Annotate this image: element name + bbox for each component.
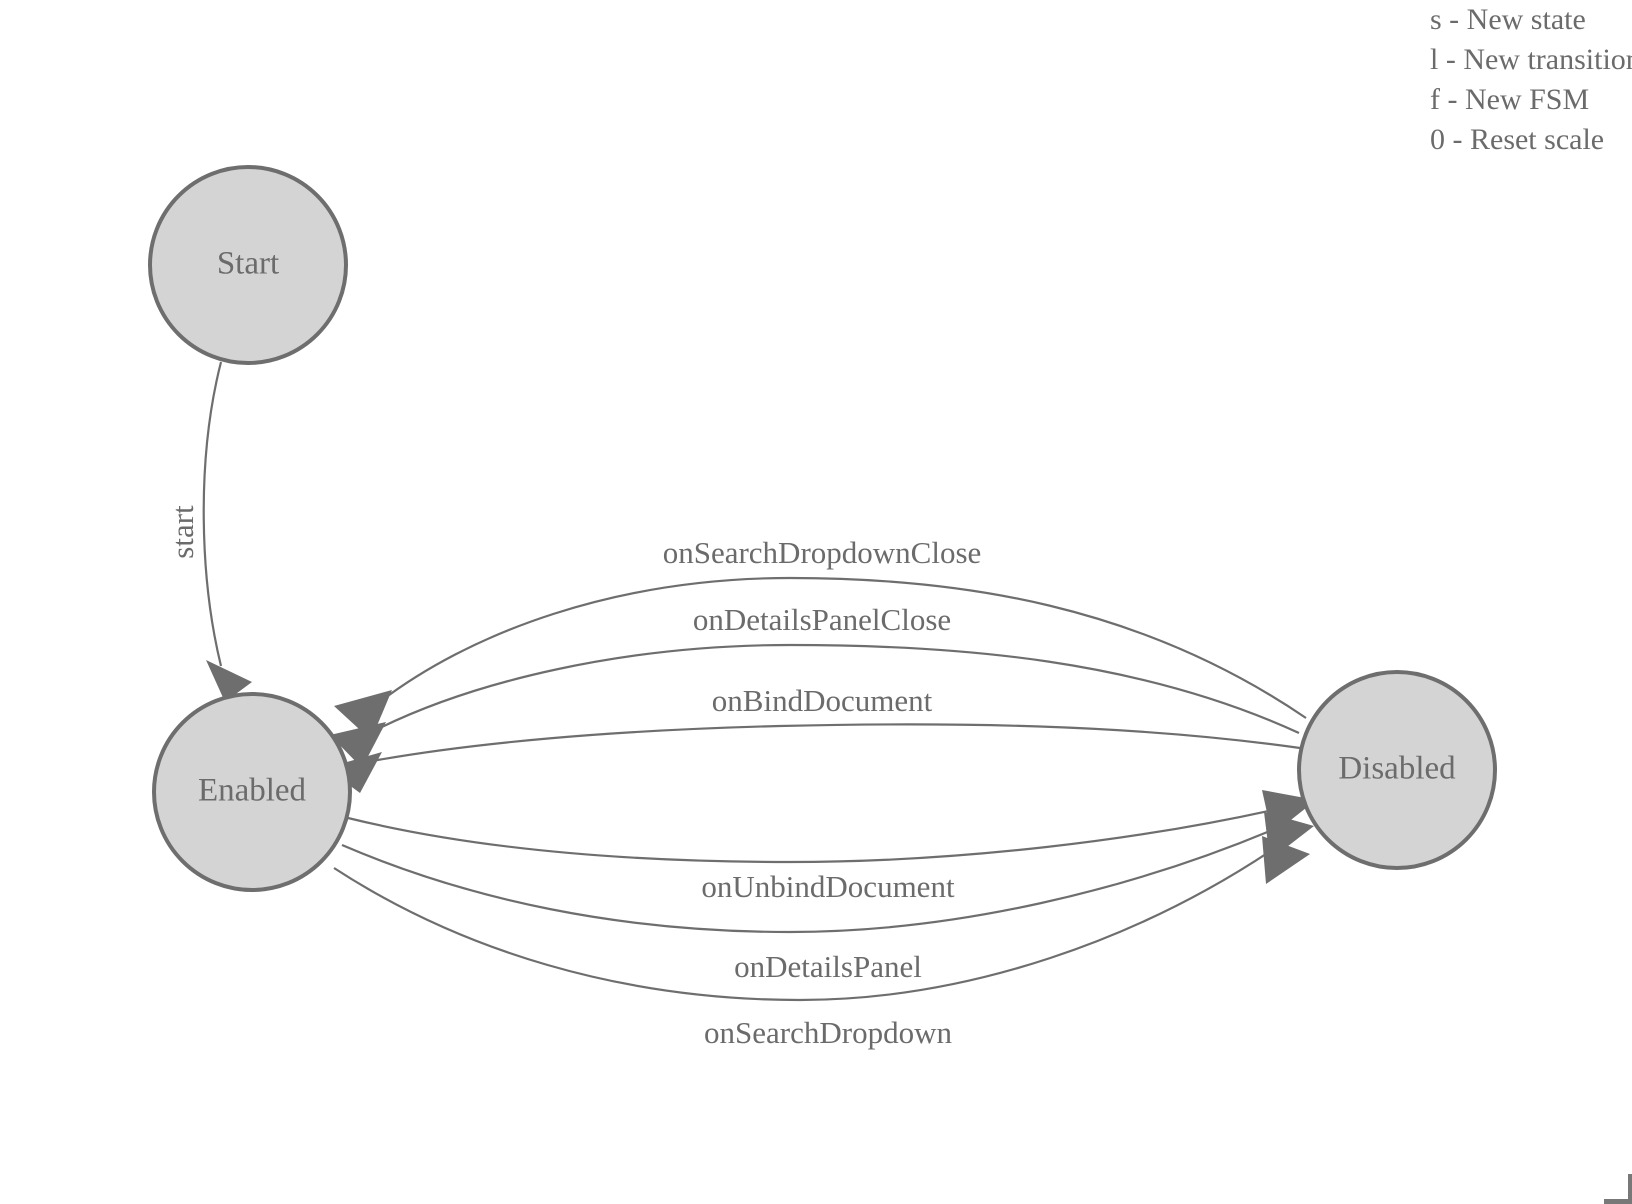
transition-onunbinddocument[interactable] [347,790,1316,864]
shortcut-help-line: f - New FSM [1430,83,1590,116]
edge-path-onsearchdropdownclose[interactable] [371,576,1307,719]
state-circle-start[interactable] [148,165,348,365]
state-node-enabled[interactable]: Enabled [152,692,352,892]
edge-path-start[interactable] [202,361,223,667]
state-node-start[interactable]: Start [148,165,348,365]
edge-arrowhead-onbinddocument [326,752,382,793]
state-label-enabled: Enabled [198,773,307,809]
shortcut-help-line: 0 - Reset scale [1430,123,1605,156]
edge-arrowhead-ondetailspanelclose [330,722,386,768]
shortcut-help-line: l - New transition [1430,43,1632,76]
edges-layer [202,361,1316,1002]
edge-labels-layer: start onSearchDropdownClose onDetailsPan… [165,505,981,1050]
transition-onbinddocument[interactable] [326,723,1301,793]
edge-path-ondetailspanel[interactable] [341,826,1278,934]
edge-path-onbinddocument[interactable] [355,723,1301,766]
edge-arrowhead-onsearchdropdownclose [334,690,392,740]
nodes-layer: Start Enabled Disabled [148,165,1497,892]
edge-label-ondetailspanel: onDetailsPanel [734,949,922,984]
state-circle-enabled[interactable] [152,692,352,892]
edge-label-onsearchdropdown: onSearchDropdown [704,1015,952,1050]
edge-arrowhead-start [206,660,252,702]
transition-ondetailspanelclose[interactable] [330,643,1300,768]
shortcut-help-line: s - New state [1430,3,1586,36]
state-label-start: Start [217,246,279,282]
state-label-disabled: Disabled [1338,751,1456,787]
transition-onsearchdropdown[interactable] [333,836,1310,1002]
edge-label-onbinddocument: onBindDocument [712,683,933,718]
edge-path-ondetailspanelclose[interactable] [363,643,1300,737]
transition-onsearchdropdownclose[interactable] [334,576,1307,740]
edge-arrowhead-onsearchdropdown [1262,836,1310,884]
edge-path-onunbinddocument[interactable] [347,806,1283,864]
state-node-disabled[interactable]: Disabled [1297,670,1497,870]
edge-label-ondetailspanelclose: onDetailsPanelClose [693,602,951,637]
edge-label-start: start [165,505,200,559]
shortcut-help-overlay: s - New state l - New transition f - New… [1430,0,1632,160]
state-circle-disabled[interactable] [1297,670,1497,870]
edge-label-onsearchdropdownclose: onSearchDropdownClose [663,535,982,570]
edge-label-onunbinddocument: onUnbindDocument [701,869,955,904]
transition-start-enabled[interactable] [202,361,252,702]
edge-path-onsearchdropdown[interactable] [333,849,1273,1002]
